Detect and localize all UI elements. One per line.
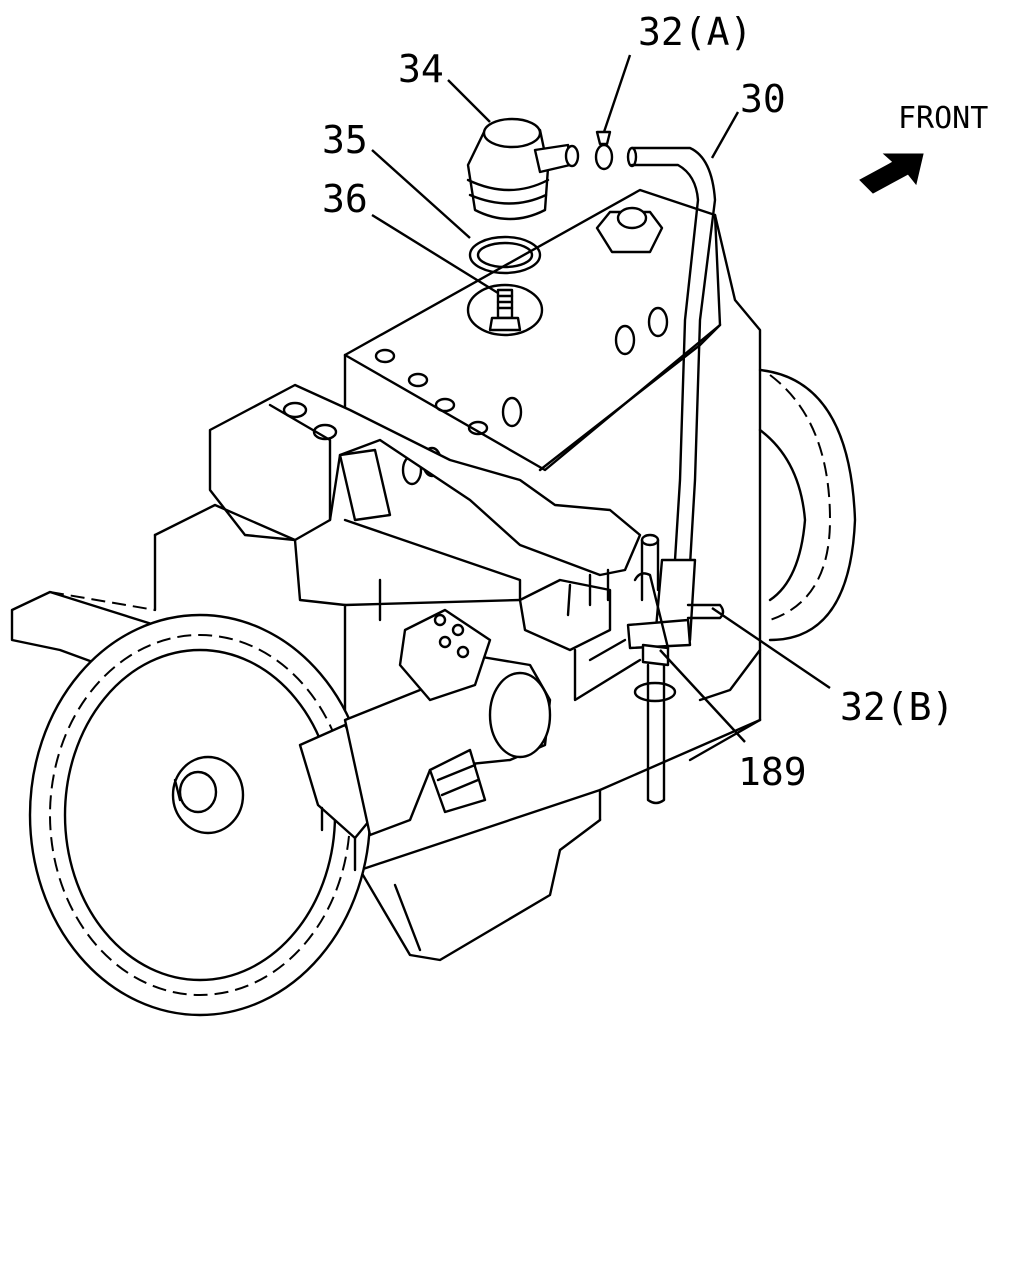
pcv-valve-part — [466, 117, 580, 221]
starter-motor — [343, 608, 552, 837]
leader-lines — [371, 54, 831, 743]
front-label: FRONT — [898, 101, 988, 136]
breather-hose-part — [626, 146, 717, 567]
callout-189: 189 — [738, 750, 807, 794]
callout-32b: 32(B) — [840, 685, 954, 729]
hose-clamp-a-part — [594, 130, 614, 171]
callout-32a: 32(A) — [638, 10, 752, 54]
callout-34: 34 — [398, 47, 444, 91]
gasket-ring-part — [468, 235, 542, 275]
dipstick-part — [633, 572, 677, 805]
front-arrow-icon — [859, 153, 924, 194]
flywheel-housing — [10, 590, 390, 1017]
engine-block — [153, 188, 857, 962]
hose-clamp-b-part — [626, 558, 725, 650]
callout-35: 35 — [322, 118, 368, 162]
callout-30: 30 — [740, 77, 786, 121]
mounting-bolt-part — [466, 283, 544, 337]
callout-36: 36 — [322, 177, 368, 221]
